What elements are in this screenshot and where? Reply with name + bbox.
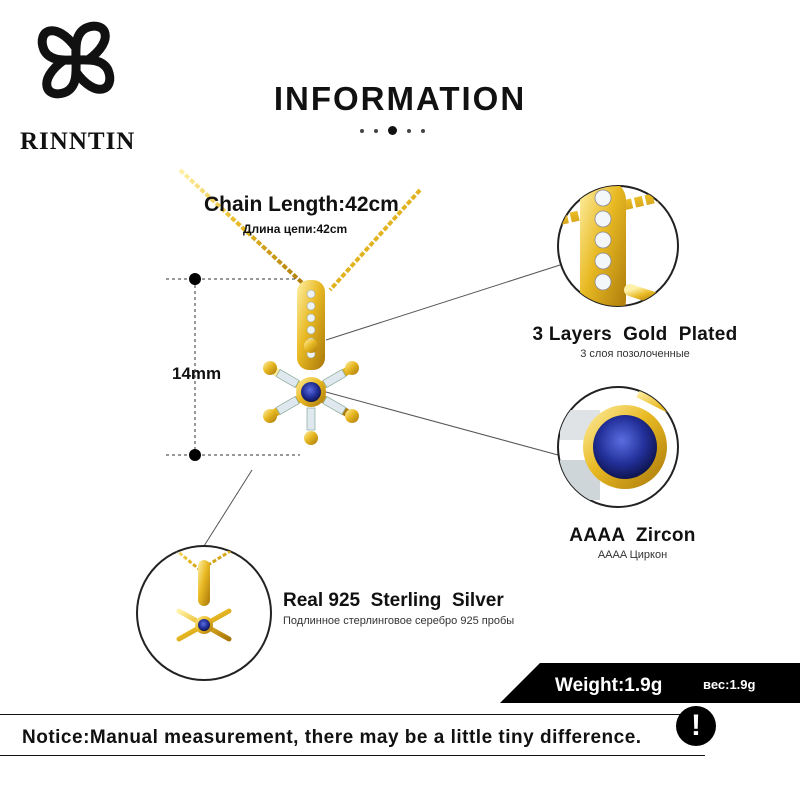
pendant-height-label: 14mm (172, 364, 222, 383)
necklace-chain (178, 168, 422, 292)
callout-lines (203, 264, 561, 547)
chain-length-label: Chain Length:42cm (204, 193, 399, 216)
stone-title: AAAA Zircon (569, 525, 696, 546)
weight-banner (500, 663, 800, 703)
zoom-circle-zircon (557, 386, 679, 508)
snowflake-pendant (263, 339, 359, 445)
plating-subtitle: 3 слоя позолоченные (580, 348, 690, 360)
material-subtitle: Подлинное стерлинговое серебро 925 пробы (283, 615, 515, 627)
clover-knot-logo-icon (37, 21, 114, 99)
stone-callout: AAAA Zircon AAAA Циркон (560, 525, 705, 561)
weight-label-ru: вес:1.9g (703, 677, 756, 692)
zoom-circle-pendant (136, 545, 272, 681)
pager-dot-active (388, 126, 397, 135)
pager-dots (360, 126, 425, 135)
zoom-circle-bail (557, 185, 679, 307)
exclamation-icon: ! (676, 706, 716, 746)
pendant-bail (297, 280, 325, 370)
material-callout: Real 925 Sterling Silver Подлинное стерл… (283, 590, 514, 627)
brand-logo (18, 10, 133, 110)
notice-bar (0, 714, 705, 756)
brand-name: RINNTIN (20, 128, 136, 155)
notice-text: Notice:Manual measurement, there may be … (22, 727, 642, 748)
material-title: Real 925 Sterling Silver (283, 590, 504, 611)
pager-dot (374, 128, 378, 133)
page-title: INFORMATION (273, 80, 527, 117)
stone-subtitle: AAAA Циркон (597, 549, 668, 561)
height-dimension-marker (166, 273, 300, 461)
chain-length-label-ru: Длина цепи:42cm (243, 222, 348, 236)
plating-title: 3 Layers Gold Plated (532, 324, 738, 345)
pager-dot (421, 128, 425, 133)
plating-callout: 3 Layers Gold Plated 3 слоя позолоченные (530, 324, 740, 360)
pager-dot (407, 128, 411, 133)
weight-label: Weight:1.9g (555, 675, 663, 696)
pager-dot (360, 128, 364, 133)
